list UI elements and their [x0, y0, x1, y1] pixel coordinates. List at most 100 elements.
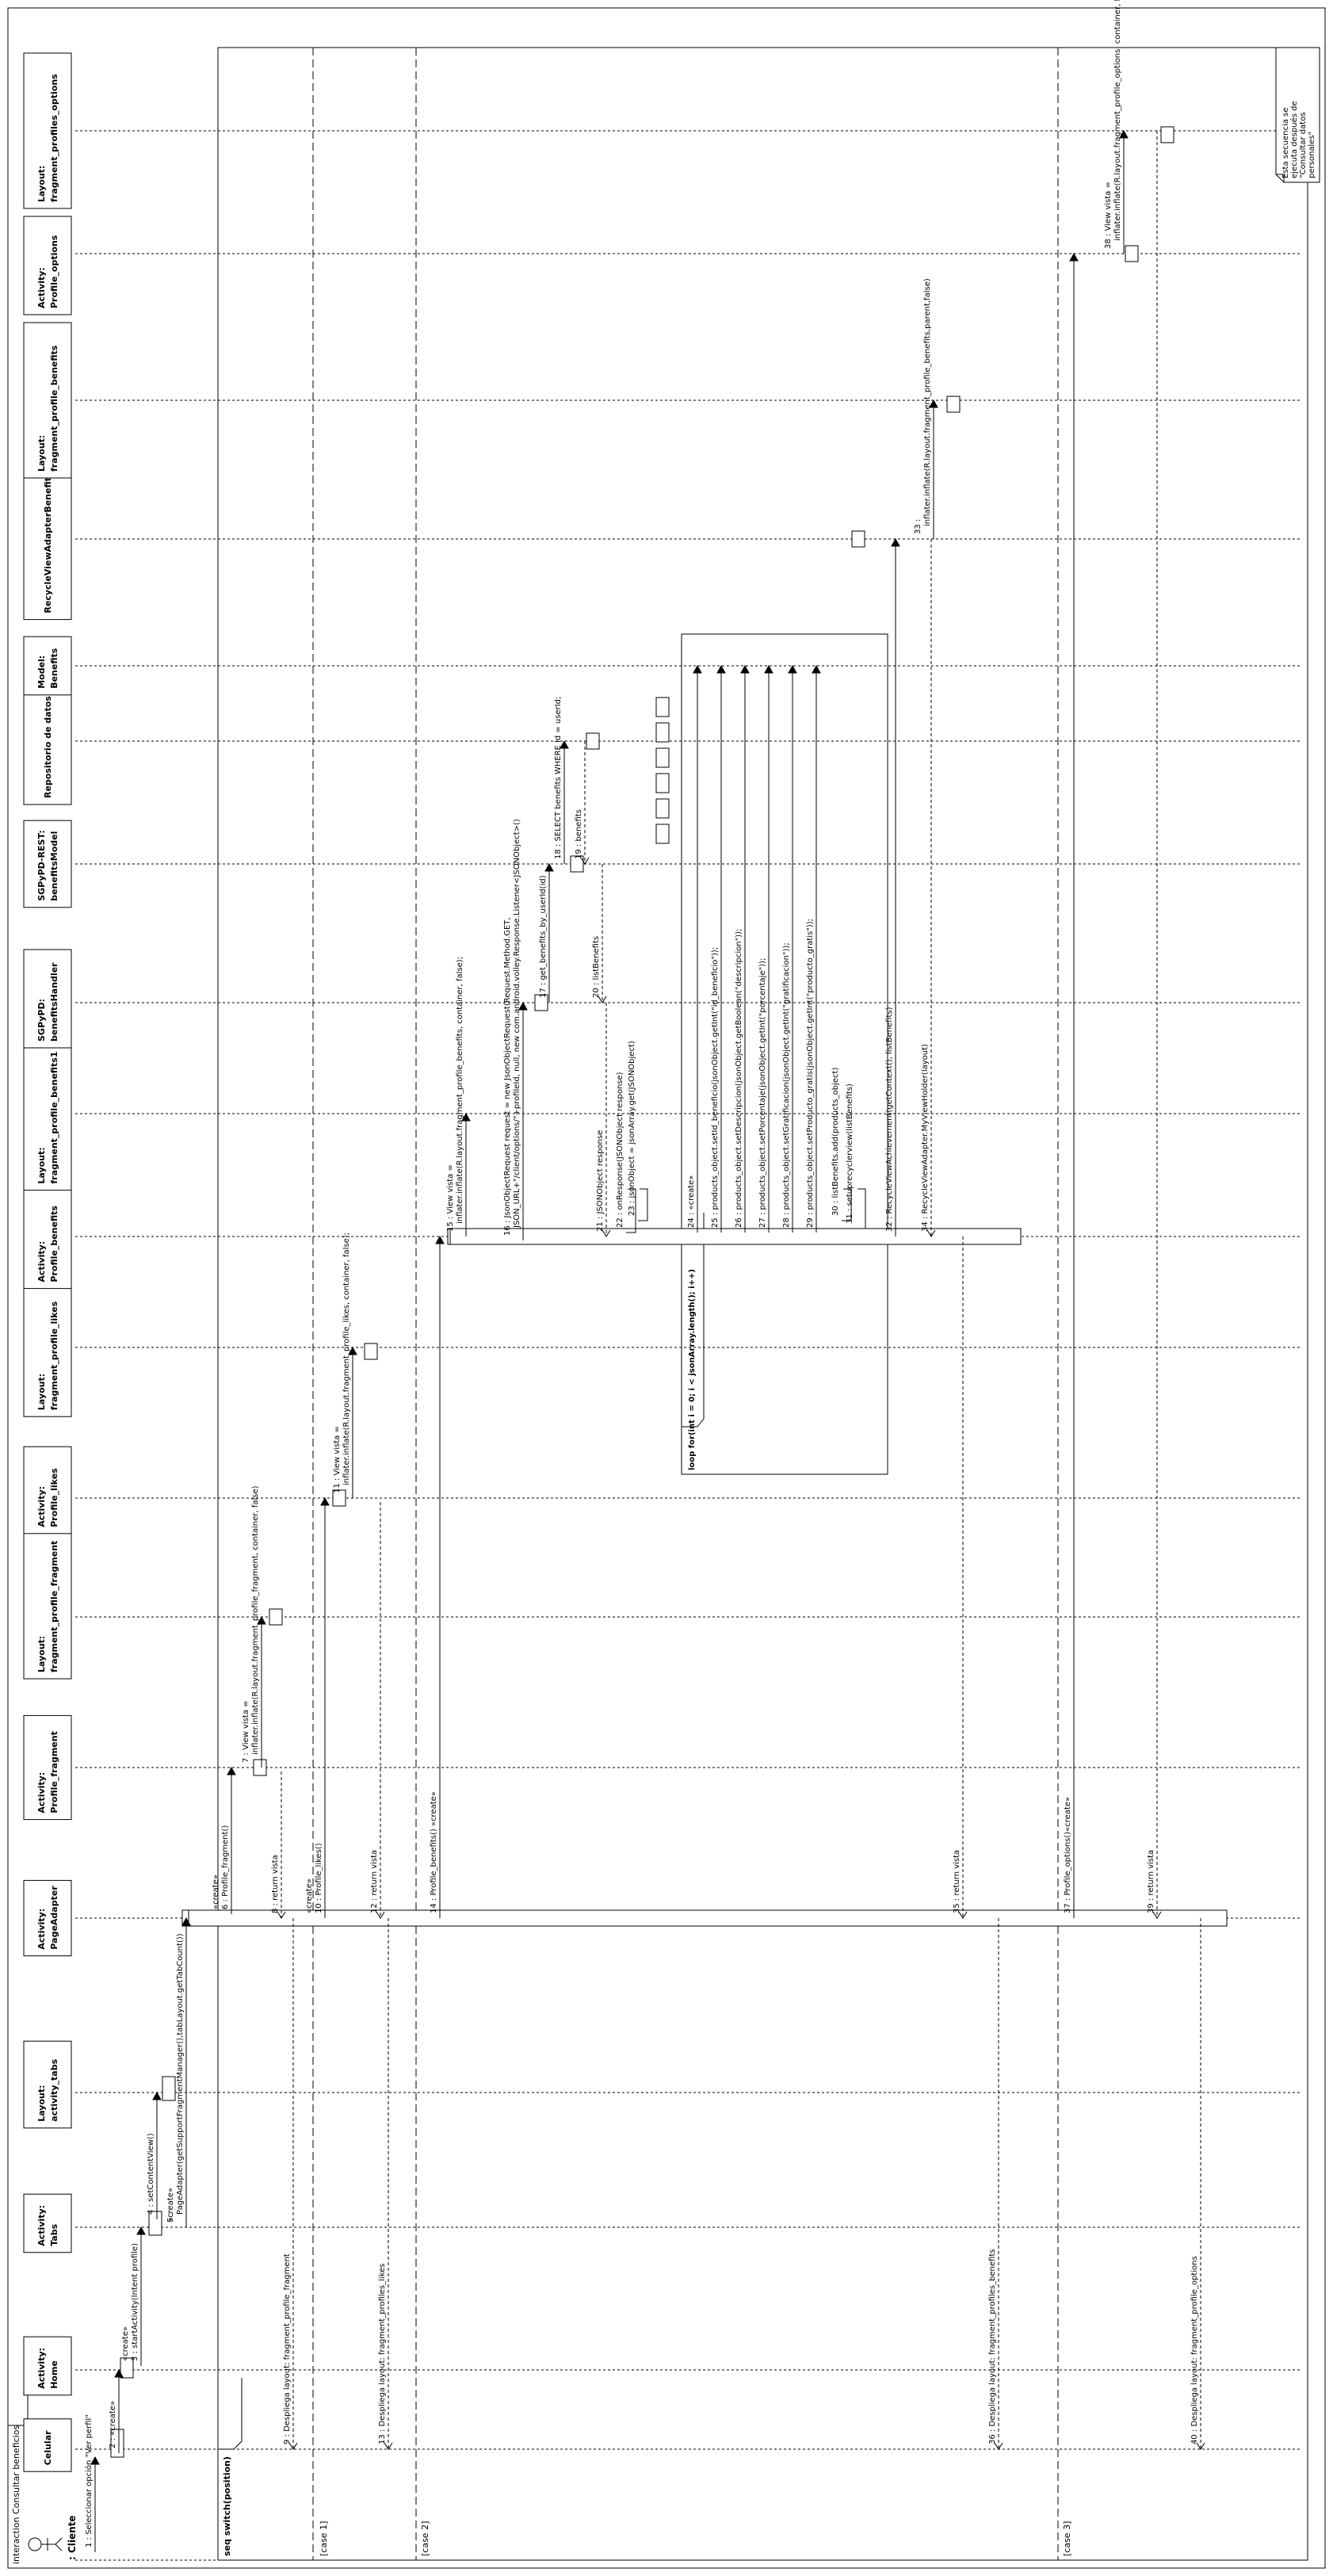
participant-box-benefitsmodel: [23, 820, 72, 908]
message-label-10: 10 : Profile_likes(): [315, 1843, 323, 1913]
message-arrowhead-filled: [1119, 129, 1129, 139]
participant-label-profile_fragment-ns: Activity:: [36, 1772, 47, 1814]
participant-label-pageadapter-ns: Activity:: [36, 1909, 47, 1950]
participant-label-layout_tabs-ns: Layout:: [36, 2085, 47, 2121]
note-text-line-1: Esta secuencia se: [1281, 108, 1290, 178]
message-label-8: 8 : return vista: [271, 1855, 280, 1913]
participant-label-benefitsmodel-ns: SGPyPD-REST:: [36, 830, 47, 901]
activation-profile-benefits-main: [449, 1228, 1022, 1245]
message-label-4: 4 : setContentView(): [147, 2133, 155, 2215]
participant-model_benefits: Model:Benefits: [23, 636, 72, 696]
activation-model-benefits-1: [655, 697, 670, 717]
participant-benefitsmodel: SGPyPD-REST:benefitsModel: [23, 820, 72, 908]
participant-box-profile_likes: [23, 1446, 72, 1535]
activation-pageadapter-main: [188, 1909, 1228, 1927]
participant-label-cliente: : Cliente: [67, 2515, 78, 2560]
participant-box-profile_benefits: [23, 1183, 72, 1290]
participant-benefitshandler: SGPyPD:benefitsHandler: [23, 949, 72, 1049]
message-13: 13 : Despliega layout: fragment_profiles…: [378, 1918, 393, 2450]
participant-heads: : ClienteCelularActivity:HomeActivity:Ta…: [23, 52, 78, 2560]
message-31: 31 : setuprecyclerview(listBenefits): [846, 1084, 866, 1229]
participant-layout_profile_options: Layout:fragment_profiles_options: [23, 52, 72, 209]
message-self-line: [638, 1188, 648, 1221]
participant-repositorio: Repositorio de datos: [23, 677, 72, 805]
note-text-line-4: personales": [1308, 132, 1316, 178]
message-14: 14 : Profile_benefits() «create»: [430, 1235, 445, 1918]
message-arrowhead-filled: [136, 2226, 146, 2235]
participant-label-profile_benefits: Profile_benefits: [49, 1206, 59, 1282]
message-self-line: [856, 1188, 866, 1229]
participant-label-benefitshandler: benefitsHandler: [49, 962, 59, 1041]
participant-label-layout_profile_benefits1-ns: Layout:: [36, 1147, 47, 1183]
interaction-frame: interaction Consultar beneficios: [7, 7, 1326, 2569]
message-19: 19 : benefits: [575, 741, 590, 865]
participant-label-profile_options-ns: Activity:: [36, 267, 47, 308]
message-arrowhead-filled: [461, 1112, 471, 1122]
fragment-loop: [681, 633, 888, 1475]
message-label-21: 21 : JSONObject response: [596, 1130, 605, 1232]
message-label-30: 30 : listBenefits.add(products_object): [831, 1068, 840, 1216]
actor-leg-right: [55, 2544, 63, 2551]
activation-model-benefits-4: [655, 773, 670, 793]
message-label-23: 23 : jsonObject = jsonArray.get(JSONObje…: [628, 1041, 636, 1216]
message-self-line: [626, 1188, 636, 1233]
participant-box-repositorio: [23, 677, 72, 805]
participant-label-layout_profile_likes: fragment_profile_likes: [49, 1301, 59, 1410]
participant-label-layout_profile_options-ns: Layout:: [36, 166, 47, 202]
message-arrowhead-filled: [435, 1235, 445, 1244]
activation-profile_fragment: [253, 1759, 267, 1776]
activation-profile_options: [1125, 245, 1139, 262]
message-arrowhead-filled: [929, 399, 938, 408]
message-label-14: 14 : Profile_benefits() «create»: [430, 1791, 438, 1913]
message-label-13: 13 : Despliega layout: fragment_profiles…: [378, 2264, 387, 2444]
message-arrowhead-filled: [788, 664, 797, 674]
message-arrowhead-open: [958, 1911, 968, 1919]
message-stereotype-6: «create»: [212, 1875, 220, 1909]
message-23: 23 : jsonObject = jsonArray.get(JSONObje…: [628, 1041, 648, 1221]
message-label-33-cont: inflater.inflate(R.layout.fragment_profi…: [923, 278, 932, 526]
message-label-16: 16 : JsonObjectRequest request = new Jso…: [503, 917, 512, 1236]
message-arrowhead-filled: [716, 664, 726, 674]
message-18: 18 : SELECT benefits WHERE id = userId;: [554, 697, 569, 864]
message-arrowhead-open: [384, 2442, 393, 2450]
message-stereotype-3: «create»: [121, 2326, 130, 2361]
message-label-26: 26 : products_object.setDescripcion(json…: [735, 929, 743, 1228]
participant-label-layout_profile_benefits-ns: Layout:: [36, 435, 47, 472]
message-arrowhead-filled: [90, 2456, 100, 2465]
participant-label-layout_profile_likes-ns: Layout:: [36, 1374, 47, 1410]
message-label-40: 40 : Despliega layout: fragment_profile_…: [1190, 2256, 1199, 2444]
message-1: 1 : Seleccionar opción "Ver perfil": [84, 2414, 100, 2552]
participant-label-recycler: RecycleViewAdapterBenefits: [43, 472, 53, 613]
message-34: 34 : RecycleViewAdapter.MyViewHolder(lay…: [921, 539, 936, 1237]
message-29: 29 : products_object.setProducto_gratis(…: [806, 664, 821, 1233]
message-arrowhead-filled: [544, 862, 554, 872]
message-39: 39 : return vista: [1147, 131, 1162, 1919]
activation-model-benefits-5: [655, 798, 670, 819]
message-label-12: 12 : return vista: [370, 1850, 379, 1913]
note-fold: [1276, 174, 1285, 182]
message-arrowhead-open: [1152, 1911, 1162, 1919]
activation-layout_profile_options: [1160, 126, 1174, 143]
message-label-7: 7 : View vista =: [242, 1700, 250, 1763]
message-7: 7 : View vista =inflater.inflate(R.layou…: [242, 1485, 266, 1768]
participant-label-home: Home: [49, 2360, 59, 2389]
frame-title: interaction Consultar beneficios: [11, 2425, 21, 2564]
participant-label-layout_profile_options: fragment_profiles_options: [49, 74, 59, 202]
message-stereotype-10: «create»: [305, 1878, 314, 1913]
participant-label-layout_profile_benefits: fragment_profile_benefits: [49, 345, 59, 472]
participant-pageadapter: Activity:PageAdapter: [23, 1879, 72, 1957]
combined-fragments: seq switch(position)[case 1][case 2][cas…: [217, 47, 1308, 2561]
message-arrowhead-filled: [181, 1917, 191, 1926]
message-label-18: 18 : SELECT benefits WHERE id = userId;: [554, 697, 563, 859]
activation-model-benefits-2: [655, 722, 670, 743]
participant-box-layout_profile_fragment: [23, 1523, 72, 1680]
message-11: 11 : View vista =inflater.inflate(R.layo…: [333, 1233, 357, 1498]
participant-box-layout_tabs: [23, 2040, 72, 2129]
participant-cliente: : Cliente: [28, 2515, 78, 2560]
message-label-5: 5 :: [166, 2212, 175, 2222]
message-label-31: 31 : setuprecyclerview(listBenefits): [846, 1084, 854, 1224]
message-label-2: 2 : «create»: [109, 2401, 117, 2448]
message-38: 38 : View vista =inflater.inflate(R.layo…: [1104, 0, 1129, 254]
message-arrowhead-open: [598, 996, 607, 1003]
